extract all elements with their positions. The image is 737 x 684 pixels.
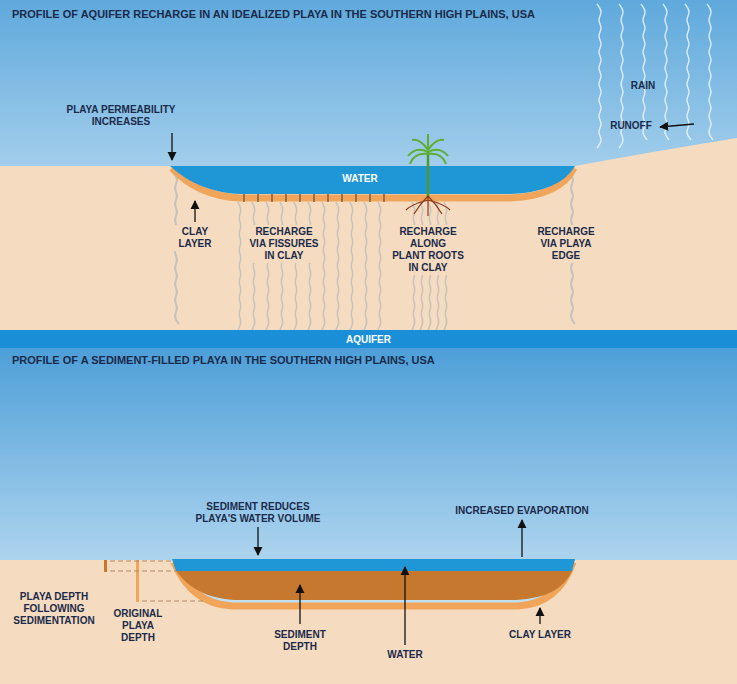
fissure bbox=[257, 194, 258, 202]
fissure bbox=[369, 194, 370, 202]
callout-label: RAIN bbox=[618, 80, 668, 92]
recharge-line bbox=[364, 202, 367, 330]
recharge-line bbox=[308, 202, 311, 330]
fissure bbox=[243, 194, 244, 202]
callout-label: PLAYA DEPTH FOLLOWING SEDIMENTATION bbox=[6, 590, 102, 628]
recharge-line bbox=[238, 202, 241, 330]
callout-label: RECHARGE VIA FISSURES IN CLAY bbox=[246, 225, 322, 263]
rain-line bbox=[685, 4, 691, 140]
callout-label: ORIGINAL PLAYA DEPTH bbox=[104, 607, 172, 645]
callout-label: INCREASED EVAPORATION bbox=[450, 505, 594, 517]
rain-line bbox=[597, 4, 601, 148]
callout-label: SEDIMENT DEPTH bbox=[264, 628, 336, 654]
fissure bbox=[327, 194, 328, 202]
fissure bbox=[313, 194, 314, 202]
fissure bbox=[383, 194, 384, 202]
callout-label: PLAYA PERMEABILITY INCREASES bbox=[55, 104, 187, 128]
water-label: WATER bbox=[330, 173, 390, 185]
leader-arrows bbox=[258, 520, 540, 645]
fissure bbox=[355, 194, 356, 202]
fissure bbox=[271, 194, 272, 202]
band-label: AQUIFER bbox=[346, 334, 391, 345]
depth-markers bbox=[104, 560, 206, 602]
recharge-line bbox=[350, 202, 353, 330]
recharge-line bbox=[280, 202, 283, 330]
recharge-line bbox=[336, 202, 339, 330]
fissure bbox=[285, 194, 286, 202]
recharge-line bbox=[378, 202, 381, 330]
callout-label: RECHARGE ALONG PLANT ROOTS IN CLAY bbox=[390, 225, 466, 275]
rain-line bbox=[663, 4, 669, 140]
callout-label: CLAY LAYER bbox=[168, 225, 222, 251]
callout-label: WATER bbox=[380, 648, 430, 662]
ground bbox=[0, 138, 737, 330]
sky bbox=[0, 0, 737, 330]
callout-label: SEDIMENT REDUCES PLAYA'S WATER VOLUME bbox=[192, 501, 324, 525]
recharge-line bbox=[252, 202, 255, 330]
callout-label: RUNOFF bbox=[604, 120, 658, 132]
clay-fissures bbox=[244, 194, 384, 202]
callout-label: CLAY LAYER bbox=[506, 628, 574, 642]
recharge-line bbox=[294, 202, 297, 330]
panel-title: PROFILE OF A SEDIMENT-FILLED PLAYA IN TH… bbox=[12, 354, 435, 366]
rain-lines bbox=[597, 4, 713, 148]
plant bbox=[406, 134, 450, 216]
recharge-line bbox=[266, 202, 269, 330]
rain-line bbox=[641, 4, 647, 140]
leader-arrows bbox=[172, 124, 694, 222]
callout-label: RECHARGE VIA PLAYA EDGE bbox=[528, 225, 604, 263]
fissure bbox=[299, 194, 300, 202]
panel-title: PROFILE OF AQUIFER RECHARGE IN AN IDEALI… bbox=[12, 8, 535, 20]
aquifer-band: AQUIFER bbox=[0, 330, 737, 348]
sediment bbox=[176, 571, 572, 600]
playa-water bbox=[170, 166, 575, 194]
fissure bbox=[341, 194, 342, 202]
sky bbox=[0, 348, 737, 684]
playa-water bbox=[172, 559, 575, 571]
rain-line bbox=[707, 4, 713, 140]
ground bbox=[0, 560, 737, 684]
recharge-line bbox=[322, 202, 325, 330]
